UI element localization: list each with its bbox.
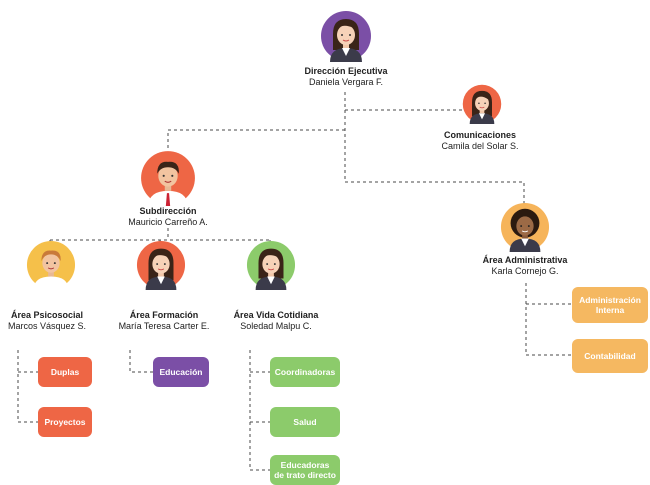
node-name: Soledad Malpu C. [240,321,312,331]
node-role: Área Vida Cotidiana [233,310,319,320]
pill-proyectos: Proyectos [38,407,92,437]
pill-label: Contabilidad [584,351,636,361]
pill-label: de trato directo [274,470,336,480]
connector-educacion [129,350,153,373]
node-comunicaciones: Comunicaciones Camila del Solar S. [420,130,540,152]
node-role: Comunicaciones [443,130,517,140]
pill-administracion-interna: Administración Interna [572,287,648,323]
female-avatar-icon [321,11,371,62]
pill-salud: Salud [270,407,340,437]
pill-duplas: Duplas [38,357,92,387]
node-name: Daniela Vergara F. [308,77,384,87]
node-name: Mauricio Carreño A. [128,217,208,227]
male-avatar-icon [141,151,195,206]
pill-label: Proyectos [44,417,86,427]
node-role: Subdirección [139,206,197,216]
node-role: Dirección Ejecutiva [304,66,388,76]
pill-contabilidad: Contabilidad [572,339,648,373]
pill-label: Educadoras [280,460,330,470]
node-area-psicosocial: Área Psicosocial Marcos Vásquez S. [0,310,102,332]
pill-label: Interna [595,305,625,315]
female-avatar-icon [500,202,550,252]
node-subdireccion: Subdirección Mauricio Carreño A. [108,206,228,228]
node-role: Área Administrativa [482,255,568,265]
pill-label: Salud [293,417,317,427]
pill-educadoras: Educadoras de trato directo [270,455,340,485]
pill-educacion: Educación [153,357,209,387]
node-name: María Teresa Carter E. [118,321,210,331]
female-avatar-icon [246,240,296,290]
pill-label: Administración [579,295,641,305]
connector-administrativa [345,181,525,205]
pill-label: Coordinadoras [274,367,336,377]
node-role: Área Psicosocial [10,310,84,320]
node-area-formacion: Área Formación María Teresa Carter E. [106,310,222,332]
female-avatar-icon [462,84,502,124]
pill-coordinadoras: Coordinadoras [270,357,340,387]
node-name: Marcos Vásquez S. [7,321,87,331]
node-area-vida-cotidiana: Área Vida Cotidiana Soledad Malpu C. [221,310,331,332]
node-role: Área Formación [129,310,199,320]
female-avatar-icon [136,240,186,290]
pill-label: Duplas [50,367,80,377]
node-direccion-ejecutiva: Dirección Ejecutiva Daniela Vergara F. [286,66,406,88]
pill-label: Educación [159,367,203,377]
connector-subdireccion [167,129,345,150]
node-name: Karla Cornejo G. [491,266,559,276]
node-name: Camila del Solar S. [441,141,519,151]
male-avatar-icon [26,240,76,290]
node-area-administrativa: Área Administrativa Karla Cornejo G. [465,255,585,277]
